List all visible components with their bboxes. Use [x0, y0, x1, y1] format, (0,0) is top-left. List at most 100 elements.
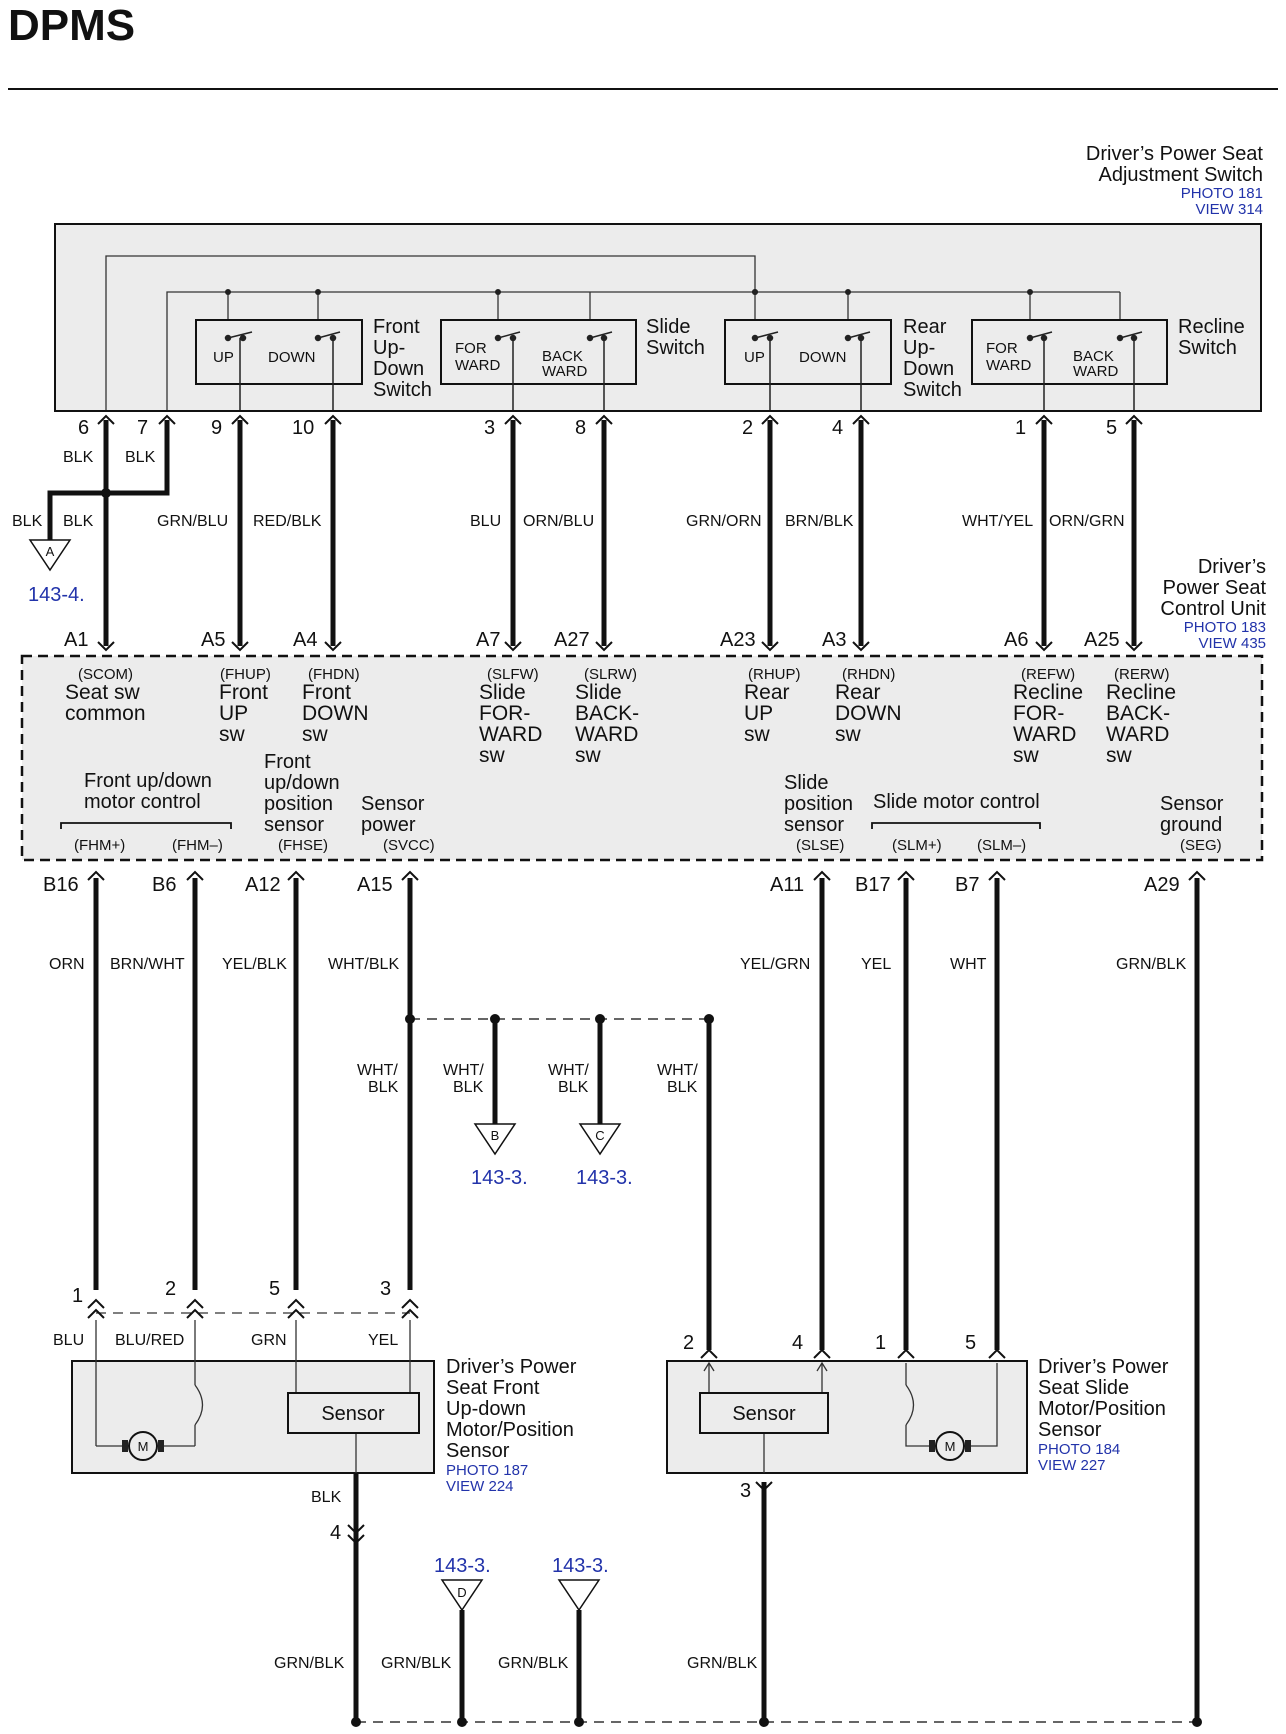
slide-switch-title-2: Switch — [646, 337, 705, 359]
switch-unit-view-ref: VIEW 314 — [1195, 201, 1263, 218]
switch-pin-1: 1 — [1015, 417, 1026, 439]
cu-pin-a6: A6 — [1004, 629, 1028, 651]
ground-c-ref: 143-3. — [576, 1167, 633, 1189]
code-fhm-plus: (FHM+) — [74, 837, 125, 854]
front-sensor-name-4: Motor/Position — [446, 1419, 574, 1441]
ground-d-triangle — [440, 1579, 484, 1612]
front-sensor-pin-3: 3 — [380, 1278, 391, 1300]
front-pos-sensor-1: Front — [264, 751, 311, 773]
cu-pin-a4: A4 — [293, 629, 317, 651]
sig-rerw-1: Recline — [1106, 681, 1176, 704]
slide-sensor-pin-5: 5 — [965, 1332, 976, 1354]
sig-scom-1: Seat sw — [65, 681, 141, 704]
recline-switch-title-2: Switch — [1178, 337, 1237, 359]
sig-rerw-4: sw — [1106, 744, 1133, 767]
front-sensor-name: Driver’s Power Seat Front Up-down Motor/… — [446, 1356, 577, 1495]
code-slm-plus: (SLM+) — [892, 837, 942, 854]
slide-switch-back-2: WARD — [542, 363, 587, 380]
rear-switch-title-2: Up- — [903, 337, 935, 359]
front-wire-grn: GRN — [251, 1332, 287, 1349]
front-motor-ctrl-2: motor control — [84, 791, 201, 813]
bottom-grn-blk-2: GRN/BLK — [381, 1655, 452, 1672]
switch-unit-photo-ref: PHOTO 181 — [1181, 185, 1263, 202]
slide-sensor-name-2: Seat Slide — [1038, 1377, 1129, 1399]
wire-red-blk: RED/BLK — [253, 513, 322, 530]
sig-slfw-1: Slide — [479, 681, 526, 704]
control-unit-bottom-groups: Front up/down motor control Front up/dow… — [60, 751, 1224, 836]
bottom-ground-labels: GRN/BLK GRN/BLK GRN/BLK GRN/BLK — [274, 1655, 758, 1672]
control-unit-top-pins: A1 A5 A4 A7 A27 A23 A3 A6 A25 — [64, 629, 1120, 651]
front-sensor-name-5: Sensor — [446, 1440, 510, 1462]
slide-pos-sensor-2: position — [784, 793, 853, 815]
sig-fhup-1: Front — [219, 681, 268, 704]
bottom-grn-blk-4: GRN/BLK — [687, 1655, 758, 1672]
cu-pin-a1: A1 — [64, 629, 88, 651]
slide-sensor-name: Driver’s Power Seat Slide Motor/Position… — [1038, 1356, 1169, 1474]
front-motor-label: M — [138, 1439, 149, 1454]
recline-switch-for-2: WARD — [986, 357, 1031, 374]
front-sensor-name-1: Driver’s Power — [446, 1356, 577, 1378]
switch-pin-8: 8 — [575, 417, 586, 439]
cu-pin-a15: A15 — [357, 874, 393, 896]
sig-rhup-2: UP — [744, 702, 773, 725]
sensor-power-1: Sensor — [361, 793, 425, 815]
code-fhse: (FHSE) — [278, 837, 328, 854]
switch-pin-6: 6 — [78, 417, 89, 439]
ground-d-ref: 143-3. — [434, 1555, 491, 1577]
front-out-connector — [347, 1524, 365, 1545]
front-sensor-view: VIEW 224 — [446, 1478, 514, 1495]
sig-rhup-3: sw — [744, 723, 771, 746]
sig-refw-2: FOR- — [1013, 702, 1064, 725]
wire-blu: BLU — [470, 513, 501, 530]
sig-fhdn-1: Front — [302, 681, 351, 704]
bottom-ground-dots — [351, 1717, 1202, 1727]
front-sensor-internals — [95, 1320, 411, 1473]
wire-wht-yel: WHT/YEL — [962, 513, 1033, 530]
cu-pin-a27: A27 — [554, 629, 590, 651]
ground-e-triangle — [557, 1579, 601, 1612]
cu-pin-b6: B6 — [152, 874, 176, 896]
front-out-pin-4: 4 — [330, 1522, 341, 1544]
cu-pin-a5: A5 — [201, 629, 225, 651]
slide-sensor-pin-4: 4 — [792, 1332, 803, 1354]
ground-d-letter: D — [457, 1585, 466, 1600]
front-motor-ctrl-1: Front up/down — [84, 770, 212, 792]
ground-a-triangle — [28, 539, 72, 572]
bottom-grn-blk-1: GRN/BLK — [274, 1655, 345, 1672]
cu-pin-b16: B16 — [43, 874, 79, 896]
sig-scom-2: common — [65, 702, 146, 725]
slide-sensor-view: VIEW 227 — [1038, 1457, 1106, 1474]
page-title: DPMS — [8, 1, 135, 50]
front-pos-sensor-3: position — [264, 793, 333, 815]
cu-pin-a29: A29 — [1144, 874, 1180, 896]
upper-wire-labels: BLK BLK BLK BLK GRN/BLU RED/BLK BLU ORN/… — [12, 449, 1125, 530]
branch3-w1: WHT/ — [548, 1062, 589, 1079]
sig-slrw-1: Slide — [575, 681, 622, 704]
sig-slfw-code: (SLFW) — [487, 666, 539, 683]
switch-unit-name-line2: Adjustment Switch — [1098, 164, 1263, 186]
wire-wht: WHT — [950, 956, 987, 973]
front-wire-blu-red: BLU/RED — [115, 1332, 184, 1349]
cu-pin-b7: B7 — [955, 874, 979, 896]
switch-pin-10: 10 — [292, 417, 314, 439]
front-sensor-pin-2: 2 — [165, 1278, 176, 1300]
branch1-w2: BLK — [368, 1079, 399, 1096]
wire-blk-2: BLK — [125, 449, 156, 466]
slide-sensor-pin-2: 2 — [683, 1332, 694, 1354]
switch-bus-junctions — [225, 289, 1033, 295]
wire-brn-wht: BRN/WHT — [110, 956, 185, 973]
sig-refw-1: Recline — [1013, 681, 1083, 704]
rear-switch-title-4: Switch — [903, 379, 962, 401]
wire-grn-blu: GRN/BLU — [157, 513, 228, 530]
front-switch-up-label: UP — [213, 349, 234, 366]
sig-rhdn-3: sw — [835, 723, 862, 746]
recline-switch-title-1: Recline — [1178, 316, 1245, 338]
front-motor-symbol: M — [122, 1431, 164, 1461]
sig-rhdn-2: DOWN — [835, 702, 902, 725]
wire-orn: ORN — [49, 956, 85, 973]
wire-grn-orn: GRN/ORN — [686, 513, 762, 530]
slide-sensor-pin-1: 1 — [875, 1332, 886, 1354]
front-sensor-pin-1: 1 — [72, 1285, 83, 1307]
ground-b-letter: B — [491, 1128, 500, 1143]
front-sensor-element — [287, 1392, 420, 1434]
